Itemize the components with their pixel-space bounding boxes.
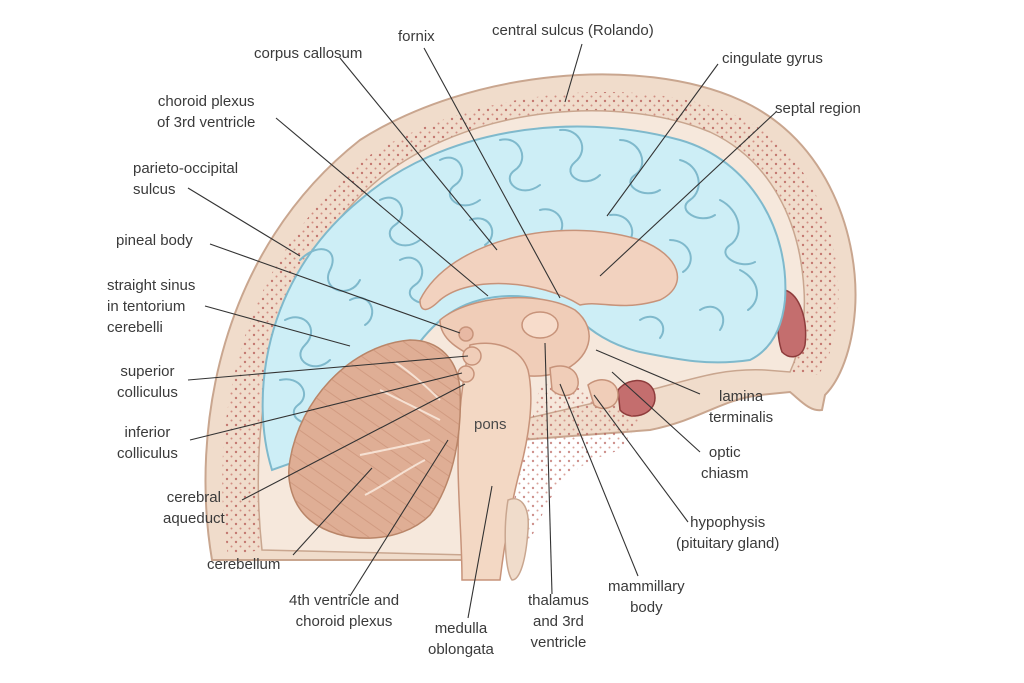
label-choroid-plexus-3rd: choroid plexus of 3rd ventricle xyxy=(157,91,255,133)
leader-optic-chiasm xyxy=(611,371,701,453)
leader-cerebellum xyxy=(292,467,373,556)
label-cerebral-aqueduct-line2: aqueduct xyxy=(163,510,225,527)
inferior-colliculus-shape xyxy=(457,365,475,383)
label-optic-chiasm: optic chiasm xyxy=(701,442,749,484)
leader-inferior-colliculus xyxy=(189,372,463,441)
label-medulla-line2: oblongata xyxy=(428,641,494,658)
label-thalamus-line3: ventricle xyxy=(530,634,587,651)
label-thalamus-line1: thalamus xyxy=(528,592,589,609)
leader-fornix xyxy=(423,47,561,299)
leader-cerebral-aqueduct xyxy=(241,383,466,501)
label-thalamus-line2: and 3rd xyxy=(533,613,584,630)
label-optic-chiasm-line2: chiasm xyxy=(701,465,749,482)
label-choroid-plexus-line1: choroid plexus xyxy=(157,93,255,110)
leader-cingulate xyxy=(606,63,719,217)
label-straight-sinus-line2: in tentorium xyxy=(107,298,186,315)
label-mammillary-line2: body xyxy=(630,599,663,616)
skull-base xyxy=(505,384,640,560)
label-medulla-oblongata: medulla oblongata xyxy=(428,618,494,660)
leader-straight-sinus xyxy=(204,305,351,347)
leader-septal xyxy=(599,111,777,277)
corpus-callosum xyxy=(419,229,679,311)
label-mammillary-body: mammillary body xyxy=(608,576,685,618)
leader-choroid-plexus xyxy=(275,117,489,297)
pineal-shape xyxy=(458,326,474,342)
label-choroid-plexus-line2: of 3rd ventricle xyxy=(157,114,256,131)
leader-thalamus xyxy=(544,342,553,595)
thalamus-oval xyxy=(521,311,559,339)
label-4th-ventricle: 4th ventricle and choroid plexus xyxy=(289,590,399,632)
label-septal-region: septal region xyxy=(775,100,861,117)
leader-lamina-terminalis xyxy=(595,349,701,395)
label-pons: pons xyxy=(474,416,507,433)
label-inferior-colliculus-line2: colliculus xyxy=(117,445,178,462)
label-mammillary-line1: mammillary xyxy=(608,578,685,595)
leader-medulla xyxy=(467,485,493,619)
mammillary-shape xyxy=(549,365,579,397)
leader-superior-colliculus xyxy=(187,355,469,381)
label-4th-ventricle-line1: 4th ventricle and xyxy=(289,592,400,609)
cerebral-cortex xyxy=(261,125,787,472)
label-cerebral-aqueduct: cerebral aqueduct xyxy=(163,487,225,529)
label-superior-colliculus: superior colliculus xyxy=(117,361,178,403)
label-optic-chiasm-line1: optic xyxy=(708,444,741,461)
leader-mammillary xyxy=(559,383,639,577)
label-cerebral-aqueduct-line1: cerebral xyxy=(166,489,221,506)
label-medulla-line1: medulla xyxy=(434,620,488,637)
leader-hypophysis xyxy=(593,394,689,523)
label-parieto-occipital-line2: sulcus xyxy=(133,181,176,198)
label-lamina-line1: lamina xyxy=(719,388,764,405)
label-parieto-occipital: parieto-occipital sulcus xyxy=(133,158,238,200)
label-4th-ventricle-line2: choroid plexus xyxy=(295,613,393,630)
label-straight-sinus-line1: straight sinus xyxy=(107,277,196,294)
label-lamina-line2: terminalis xyxy=(709,409,774,426)
leader-parieto-occipital xyxy=(187,187,301,257)
label-hypophysis-line1: hypophysis xyxy=(690,514,766,531)
hypophysis-shape xyxy=(587,379,619,410)
label-thalamus: thalamus and 3rd ventricle xyxy=(528,590,589,653)
label-fornix: fornix xyxy=(398,28,435,45)
vertebra xyxy=(504,498,529,581)
label-hypophysis: hypophysis (pituitary gland) xyxy=(676,512,779,554)
label-lamina-terminalis: lamina terminalis xyxy=(709,386,773,428)
label-central-sulcus: central sulcus (Rolando) xyxy=(492,22,654,39)
label-superior-colliculus-line1: superior xyxy=(120,363,175,380)
leader-central-sulcus xyxy=(564,43,583,103)
label-straight-sinus-line3: cerebelli xyxy=(107,319,163,336)
label-superior-colliculus-line2: colliculus xyxy=(117,384,178,401)
leader-4th-ventricle xyxy=(349,439,449,597)
label-hypophysis-line2: (pituitary gland) xyxy=(676,535,780,552)
label-corpus-callosum: corpus callosum xyxy=(254,45,363,62)
label-parieto-occipital-line1: parieto-occipital xyxy=(133,160,239,177)
label-straight-sinus: straight sinus in tentorium cerebelli xyxy=(107,275,195,338)
leader-corpus-callosum xyxy=(339,57,498,251)
label-pineal-body: pineal body xyxy=(116,232,193,249)
leader-lines xyxy=(187,43,777,619)
label-cerebellum: cerebellum xyxy=(207,556,281,573)
label-cingulate-gyrus: cingulate gyrus xyxy=(722,50,823,67)
arbor-vitae xyxy=(359,361,441,496)
label-inferior-colliculus: inferior colliculus xyxy=(117,422,178,464)
label-inferior-colliculus-line1: inferior xyxy=(124,424,171,441)
leader-pineal xyxy=(209,243,461,334)
